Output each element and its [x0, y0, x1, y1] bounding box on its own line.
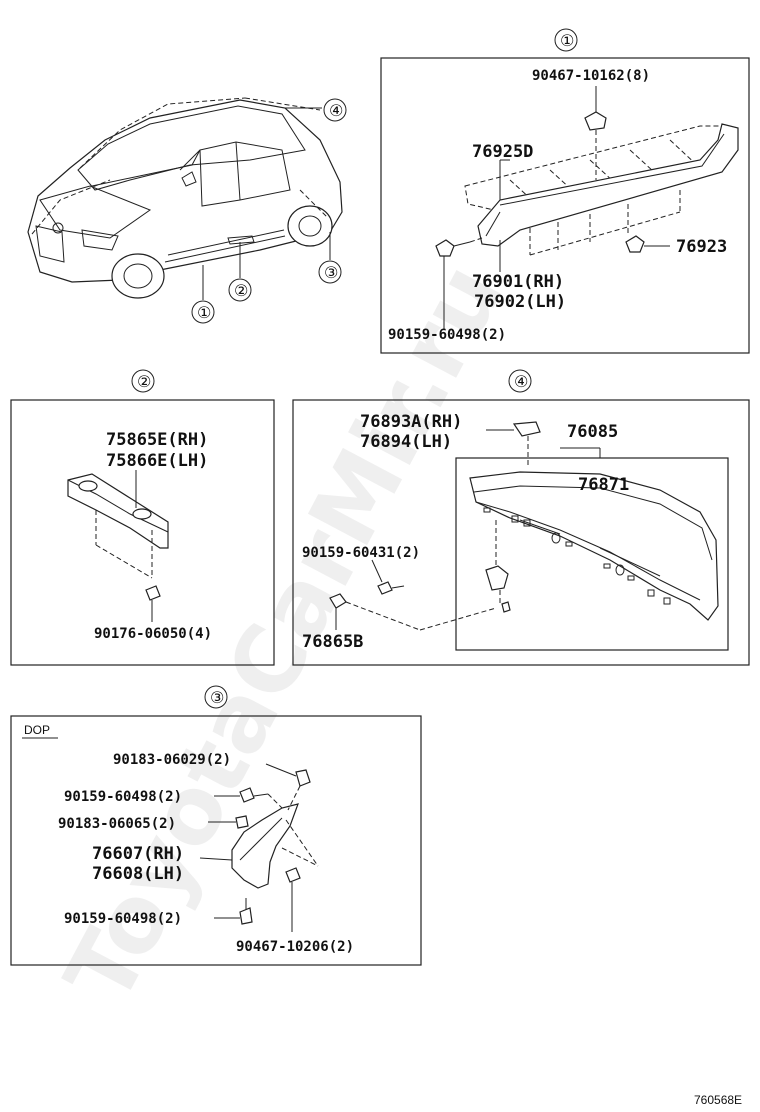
section-4-box	[292, 399, 750, 666]
label-90159-60431: 90159-60431(2)	[302, 545, 420, 561]
side-garnish-parts	[435, 111, 739, 257]
section-3-box	[10, 715, 422, 966]
car-callout-2: ②	[228, 278, 252, 302]
rear-spoiler-parts	[329, 421, 719, 631]
label-90183-06029: 90183-06029(2)	[113, 752, 231, 768]
car-callout-3: ③	[318, 260, 342, 284]
label-76901-rh: 76901(RH)	[472, 272, 564, 292]
car-callout-1: ①	[191, 300, 215, 324]
label-76608-lh: 76608(LH)	[92, 864, 184, 884]
section-3-header: ③	[204, 685, 228, 709]
svg-text:DOP: DOP	[24, 723, 50, 737]
label-90176-06050: 90176-06050(4)	[94, 626, 212, 642]
svg-text:④: ④	[514, 372, 528, 391]
label-90467-10206: 90467-10206(2)	[236, 939, 354, 955]
diagram-ref-number: 760568E	[694, 1093, 742, 1107]
label-75865E-rh: 75865E(RH)	[106, 430, 208, 450]
svg-text:②: ②	[234, 281, 248, 300]
section-1-box	[380, 57, 750, 354]
dop-tag: DOP	[22, 723, 58, 739]
car-callout-4: ④	[323, 98, 347, 122]
section-2-header: ②	[131, 369, 155, 393]
label-76925D: 76925D	[472, 142, 533, 162]
label-76923: 76923	[676, 237, 727, 257]
label-76902-lh: 76902(LH)	[474, 292, 566, 312]
label-75866E-lh: 75866E(LH)	[106, 451, 208, 471]
step-bracket-parts	[67, 473, 169, 601]
car-overview	[27, 97, 343, 299]
svg-text:②: ②	[137, 372, 151, 391]
svg-text:③: ③	[210, 688, 224, 707]
label-90183-06065: 90183-06065(2)	[58, 816, 176, 832]
svg-text:①: ①	[197, 303, 211, 322]
section-2-box	[10, 399, 275, 666]
section-4-inner-box	[455, 457, 729, 651]
label-76871: 76871	[578, 475, 629, 495]
label-90467-10162: 90467-10162(8)	[532, 68, 650, 84]
label-76865B: 76865B	[302, 632, 363, 652]
label-90159-60498-a: 90159-60498(2)	[64, 789, 182, 805]
label-76893A-rh: 76893A(RH)	[360, 412, 462, 432]
label-76607-rh: 76607(RH)	[92, 844, 184, 864]
svg-text:③: ③	[324, 263, 338, 282]
section-4-header: ④	[508, 369, 532, 393]
label-90159-60498-b: 90159-60498(2)	[64, 911, 182, 927]
section-1-header: ①	[554, 28, 578, 52]
label-76085: 76085	[567, 422, 618, 442]
svg-text:①: ①	[560, 31, 574, 50]
label-90159-60498-s1: 90159-60498(2)	[388, 327, 506, 343]
mudflap-parts	[231, 769, 319, 925]
svg-text:④: ④	[329, 101, 343, 120]
label-76894-lh: 76894(LH)	[360, 432, 452, 452]
